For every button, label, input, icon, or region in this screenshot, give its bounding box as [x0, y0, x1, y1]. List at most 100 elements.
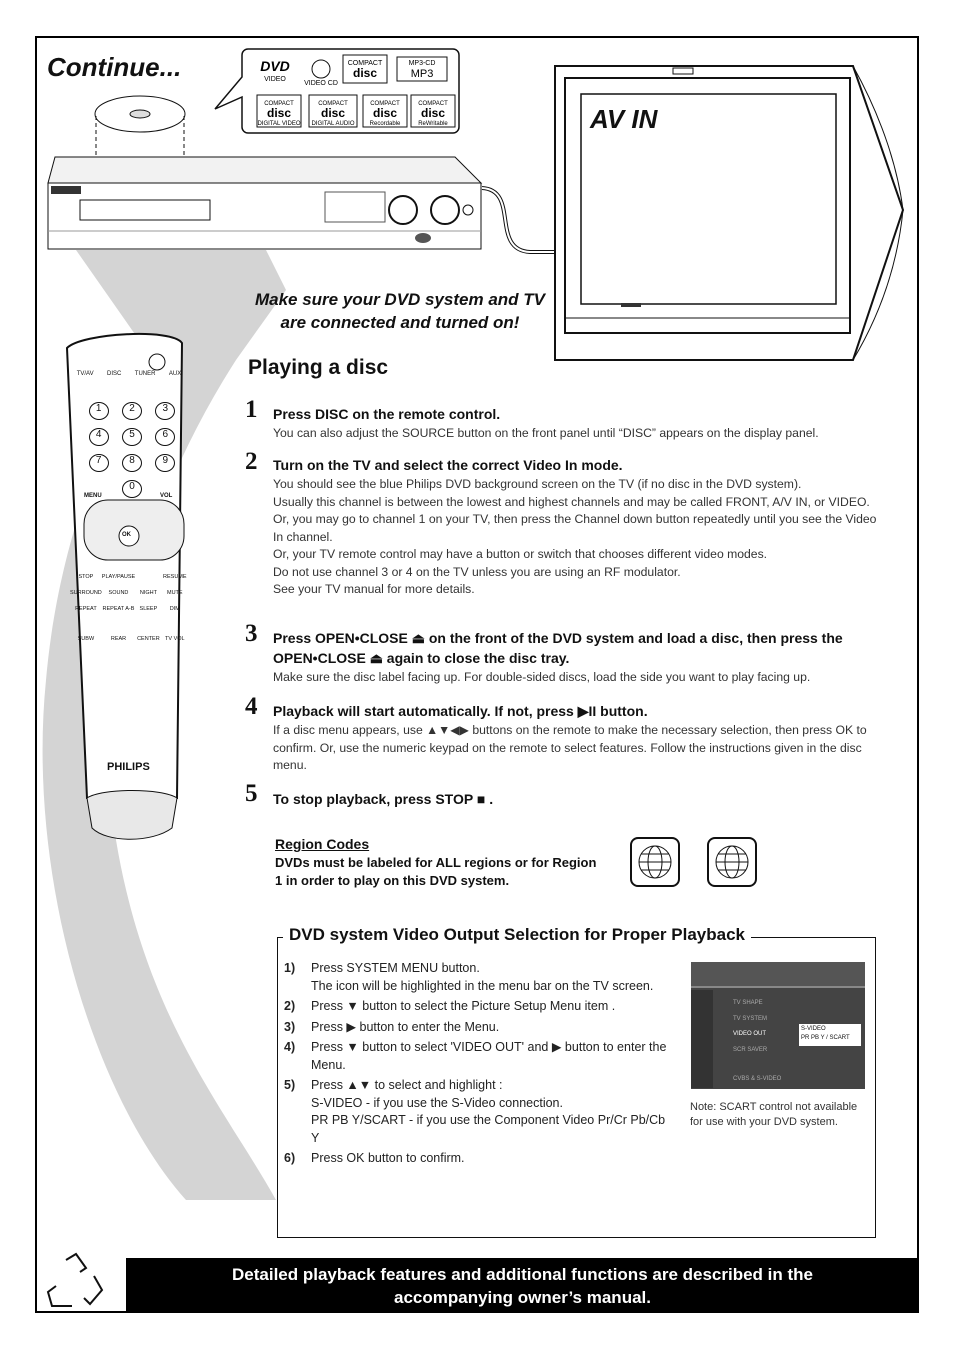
list-item-text: Press ▼ button to select 'VIDEO OUT' and…: [311, 1040, 667, 1072]
svg-text:VIDEO: VIDEO: [264, 76, 286, 83]
remote-digit-3[interactable]: 3: [155, 402, 176, 420]
menu-item: TV SHAPE: [733, 1000, 763, 1006]
step-text: You should see the blue Philips DVD back…: [273, 477, 802, 491]
region-codes: Region Codes DVDs must be labeled for AL…: [275, 836, 605, 890]
svg-text:MP3-CD: MP3-CD: [409, 60, 436, 67]
remote-key-aux[interactable]: AUX: [168, 371, 182, 377]
remote-lower-keys: STOP PLAY/PAUSE RESUME SURROUND SOUND NI…: [70, 560, 188, 785]
svg-text:VIDEO CD: VIDEO CD: [304, 80, 338, 87]
remote-key-tvav[interactable]: TV/AV: [76, 371, 94, 377]
svg-text:COMPACT: COMPACT: [418, 101, 448, 107]
step-5: To stop playback, press STOP ■ .: [273, 789, 883, 809]
region-all-globe-icon: [630, 837, 680, 887]
remote-subw-label[interactable]: SUBW: [77, 636, 95, 642]
svg-text:ReWritable: ReWritable: [418, 121, 448, 127]
remote-digit-8[interactable]: 8: [121, 454, 142, 472]
av-cable: [481, 186, 568, 254]
region-text: DVDs must be labeled for ALL regions or …: [275, 855, 597, 888]
remote-brand-logo: PHILIPS: [107, 761, 150, 773]
remote-digit-2[interactable]: 2: [121, 402, 142, 420]
svg-text:disc: disc: [373, 106, 397, 120]
step-number: 4: [245, 693, 258, 720]
list-item-option: S-VIDEO - if you use the S-Video connect…: [311, 1095, 563, 1110]
menu-sidebar: [691, 990, 713, 1088]
remote-digit-0[interactable]: 0: [121, 480, 142, 498]
step-text: Do not use channel 3 or 4 on the TV unle…: [273, 564, 681, 579]
list-item-extra: The icon will be highlighted in the menu…: [311, 978, 654, 993]
menu-option: S-VIDEO: [801, 1026, 826, 1032]
remote-digit-4[interactable]: 4: [88, 428, 109, 446]
menu-item: CVBS & S-VIDEO: [733, 1076, 782, 1082]
dvd-player-illustration: [47, 156, 483, 250]
remote-night-label[interactable]: NIGHT: [139, 590, 157, 596]
svg-text:disc: disc: [267, 106, 291, 120]
remote-keypad: 1 2 3 4 5 6 7 8 9 0: [82, 402, 182, 498]
region-1-globe-icon: [707, 837, 757, 887]
step-text: Usually this channel is between the lowe…: [273, 494, 870, 509]
step-text: If a disc menu appears, use ▲▼◀▶ buttons…: [273, 723, 867, 772]
remote-sound-label[interactable]: SOUND: [108, 590, 129, 596]
remote-repeat-label[interactable]: REPEAT: [75, 606, 97, 612]
svg-text:DIGITAL AUDIO: DIGITAL AUDIO: [311, 121, 354, 127]
menu-item: TV SYSTEM: [733, 1015, 768, 1022]
menu-item-selected: VIDEO OUT: [733, 1031, 767, 1037]
remote-tvvol-label[interactable]: TV VOL: [165, 636, 185, 642]
remote-center-label[interactable]: CENTER: [137, 636, 160, 642]
list-item: 5) Press ▲▼ to select and highlight : S-…: [284, 1078, 666, 1145]
remote-playpause-label[interactable]: PLAY/PAUSE: [101, 574, 136, 580]
remote-resume-label[interactable]: RESUME: [163, 574, 187, 580]
step-number: 1: [245, 396, 258, 423]
step-text: You can also adjust the SOURCE button on…: [273, 426, 819, 440]
region-heading: Region Codes: [275, 836, 370, 852]
remote-key-tuner[interactable]: TUNER: [134, 371, 156, 377]
list-item-text: Press ▲▼ to select and highlight :: [311, 1078, 503, 1092]
step-text: See your TV manual for more details.: [273, 582, 475, 596]
svg-text:DIGITAL VIDEO: DIGITAL VIDEO: [257, 121, 300, 127]
step-heading: To stop playback, press STOP ■ .: [273, 791, 494, 807]
svg-text:MP3: MP3: [411, 68, 434, 80]
svg-text:disc: disc: [421, 106, 445, 120]
step-number: 5: [245, 780, 258, 807]
video-output-steps: 1) Press SYSTEM MENU button. The icon wi…: [284, 960, 674, 1171]
remote-ok-button[interactable]: OK: [122, 532, 131, 538]
remote-vol-label: VOL: [160, 493, 173, 499]
tv-screen-label: AV IN: [590, 104, 658, 134]
svg-text:COMPACT: COMPACT: [264, 101, 294, 107]
svg-text:COMPACT: COMPACT: [348, 60, 383, 67]
remote-digit-5[interactable]: 5: [121, 428, 142, 446]
list-item: 6) Press OK button to confirm.: [284, 1150, 674, 1168]
step-text: Or, your TV remote control may have a bu…: [273, 547, 768, 561]
remote-digit-1[interactable]: 1: [88, 402, 109, 420]
step-heading: Press OPEN•CLOSE ⏏ on the front of the D…: [273, 630, 843, 666]
remote-dim-label[interactable]: DIM: [169, 606, 180, 612]
remote-digit-7[interactable]: 7: [88, 454, 109, 472]
svg-text:COMPACT: COMPACT: [318, 101, 348, 107]
step-heading: Playback will start automatically. If no…: [273, 703, 648, 719]
remote-rear-label[interactable]: REAR: [110, 636, 127, 642]
video-out-options: S-VIDEO PR PB Y / SCART: [799, 1024, 861, 1046]
step-number: 2: [245, 448, 258, 475]
section-title: Playing a disc: [248, 356, 389, 379]
step-text: Make sure the disc label facing up. For …: [273, 670, 811, 684]
remote-mute-label[interactable]: MUTE: [167, 590, 183, 596]
remote-digit-9[interactable]: 9: [155, 454, 176, 472]
step-text: Or, you may go to channel 1 on your TV, …: [273, 512, 877, 544]
remote-surround-label[interactable]: SURROUND: [70, 590, 102, 596]
remote-sleep-label[interactable]: SLEEP: [139, 606, 158, 612]
remote-digit-6[interactable]: 6: [155, 428, 176, 446]
recycle-icon: [46, 1252, 104, 1307]
menu-option: PR PB Y / SCART: [801, 1035, 850, 1041]
step-3: Press OPEN•CLOSE ⏏ on the front of the D…: [273, 628, 863, 687]
remote-key-disc[interactable]: DISC: [107, 371, 122, 377]
list-item: 1) Press SYSTEM MENU button. The icon wi…: [284, 961, 654, 993]
remote-repeat-ab-label[interactable]: REPEAT A-B: [102, 606, 135, 612]
menu-item: SCR SAVER: [733, 1046, 768, 1053]
tv-illustration: [554, 65, 905, 361]
list-item: 3) Press ▶ button to enter the Menu.: [284, 1019, 674, 1037]
bottom-banner: Detailed playback features and additiona…: [126, 1258, 919, 1313]
step-number: 3: [245, 620, 258, 647]
step-heading: Turn on the TV and select the correct Vi…: [273, 457, 623, 473]
system-menu-screen: TV SHAPE TV SYSTEM VIDEO OUT SCR SAVER C…: [691, 962, 865, 1089]
list-item-text: Press ▶ button to enter the Menu.: [311, 1019, 500, 1034]
remote-stop-label[interactable]: STOP: [78, 574, 94, 580]
